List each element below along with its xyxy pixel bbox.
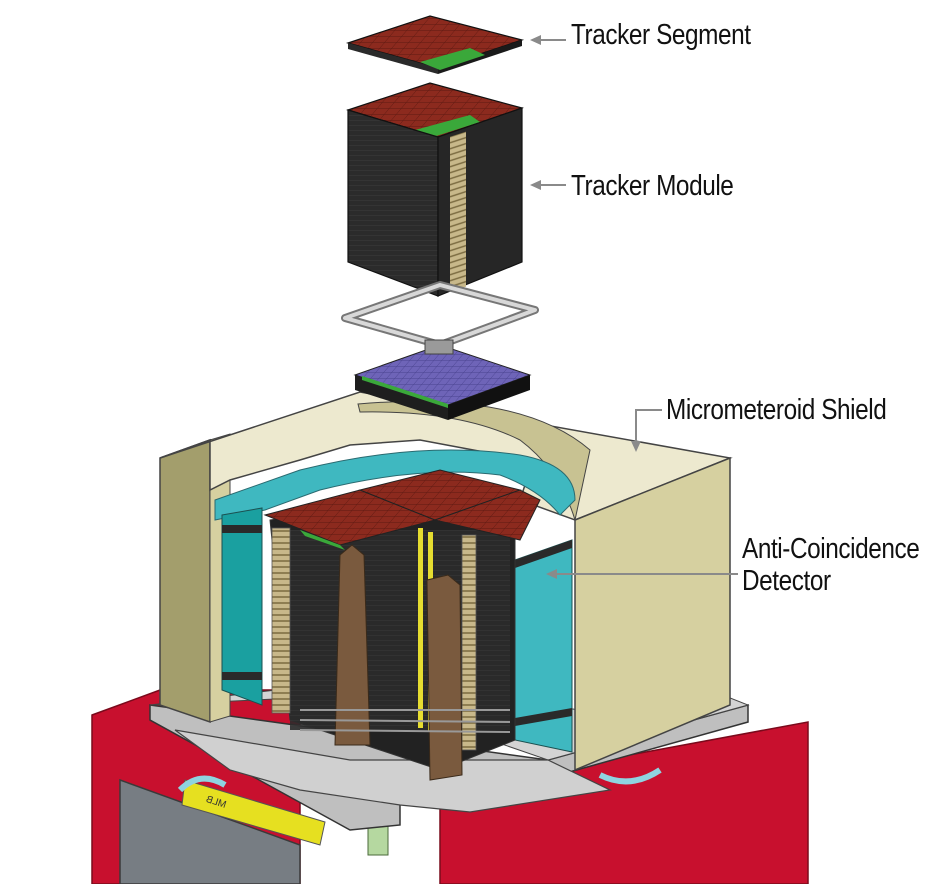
label-tracker-segment: Tracker Segment xyxy=(571,19,751,51)
arrow-shield xyxy=(631,441,641,452)
tracker-segment-tray xyxy=(345,15,525,74)
arrow-acd xyxy=(546,569,557,579)
anti-coincidence-detector xyxy=(214,449,576,753)
label-anti-coincidence-detector: Anti-Coincidence Detector xyxy=(742,533,920,597)
label-tracker-module: Tracker Module xyxy=(571,170,734,202)
side-panel-gray xyxy=(119,778,301,884)
arrow-tracker-module xyxy=(530,180,541,190)
tracker-frame xyxy=(341,281,539,349)
leader-line-shield xyxy=(635,409,662,445)
label-acd-line2: Detector xyxy=(742,565,831,597)
leader-lines xyxy=(530,35,738,579)
tracker-grid-bay xyxy=(263,469,541,781)
label-acd-line1: Anti-Coincidence xyxy=(742,533,920,565)
tracker-module-cube xyxy=(346,82,525,297)
electronics-module xyxy=(353,339,532,420)
arrow-tracker-segment xyxy=(530,35,541,45)
yellow-cable-tray xyxy=(181,779,326,846)
label-micrometeoroid-shield: Micrometeroid Shield xyxy=(666,394,887,426)
